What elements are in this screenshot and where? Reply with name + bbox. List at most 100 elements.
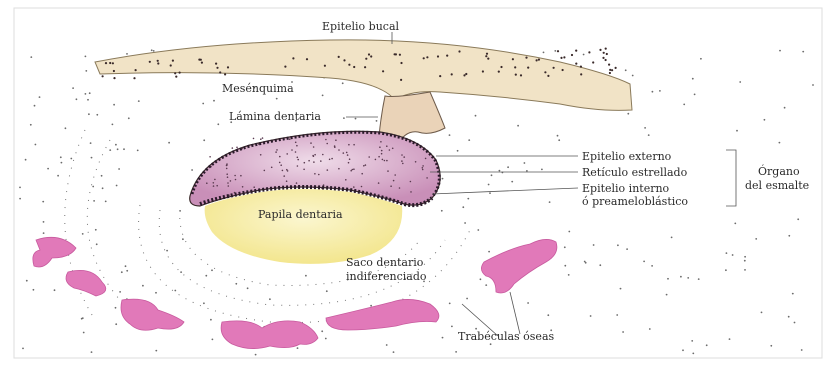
cell-dot [227,182,229,184]
cell-dot [215,63,217,65]
label-epitelio-bucal: Epitelio bucal [322,20,400,33]
cell-dot [284,66,286,68]
dental-papilla [205,189,403,264]
cell-dot [410,191,412,193]
cell-dot [622,331,624,333]
cell-dot [488,251,490,253]
cell-dot [562,69,564,71]
cell-dot [381,150,383,152]
cell-dot [779,142,781,144]
cell-dot [112,124,114,126]
cell-dot [755,238,757,240]
cell-dot [583,54,585,56]
cell-dot [422,165,424,167]
cell-dot [739,81,741,83]
cell-dot [399,54,401,56]
cell-dot [109,62,111,64]
cell-dot [230,180,232,182]
cell-dot [151,49,153,51]
label-mesenquima: Mesénquima [222,82,294,95]
cell-dot [175,76,177,78]
cell-dot [216,67,218,69]
cell-dot [446,55,448,57]
cell-dot [126,53,128,55]
cell-dot [511,181,513,183]
cell-dot [283,175,285,177]
cell-dot [209,156,211,158]
cell-dot [498,71,500,73]
cell-dot [303,169,305,171]
cell-dot [226,173,228,175]
cell-dot [384,160,386,162]
cell-dot [203,302,205,304]
cell-dot [386,160,388,162]
cell-dot [34,105,36,107]
cell-dot [286,180,288,182]
cell-dot [465,73,467,75]
cell-dot [25,159,27,161]
cell-dot [379,146,381,148]
cell-dot [137,150,139,152]
label-preameloblastico: ó preameloblástico [582,195,688,208]
cell-dot [538,59,540,61]
cell-dot [115,323,117,325]
cell-dot [214,179,216,181]
label-reticulo-estrellado: Retículo estrellado [582,166,688,179]
cell-dot [451,73,453,75]
cell-dot [515,74,517,76]
cell-dot [725,269,727,271]
cell-dot [525,57,527,59]
cell-dot [659,90,661,92]
cell-dot [382,159,384,161]
cell-dot [279,162,281,164]
cell-dot [466,298,468,300]
cell-dot [121,271,123,273]
cell-dot [527,302,529,304]
cell-dot [338,168,340,170]
cell-dot [57,175,59,177]
cell-dot [297,157,299,159]
cell-dot [289,138,291,140]
cell-dot [95,229,97,231]
cell-dot [761,312,763,314]
cell-dot [138,100,140,102]
cell-dot [276,149,278,151]
cell-dot [96,114,98,116]
cell-dot [133,77,135,79]
cell-dot [468,139,470,141]
cell-dot [729,338,731,340]
cell-dot [632,75,634,77]
cell-dot [350,170,352,172]
cell-dot [236,147,238,149]
cell-dot [485,55,487,57]
cell-dot [375,159,377,161]
cell-dot [331,158,333,160]
cell-dot [343,59,345,61]
cell-dot [264,170,266,172]
cell-dot [627,113,629,115]
cell-dot [42,201,44,203]
cell-dot [125,265,127,267]
cell-dot [314,173,316,175]
cell-dot [346,152,348,154]
cell-dot [671,237,673,239]
cell-dot [683,104,685,106]
cell-dot [363,165,365,167]
cell-dot [361,173,363,175]
cell-dot [599,49,601,51]
cell-dot [382,70,384,72]
cell-dot [389,149,391,151]
cell-dot [422,167,424,169]
cell-dot [83,332,85,334]
cell-dot [580,73,582,75]
cell-dot [390,185,392,187]
cell-dot [287,170,289,172]
cell-dot [549,201,551,203]
cell-dot [297,347,299,349]
cell-dot [395,53,397,55]
cell-dot [426,56,428,58]
label-indiferenciado: indiferenciado [346,270,427,283]
cell-dot [611,69,613,71]
cell-dot [361,186,363,188]
cell-dot [224,73,226,75]
